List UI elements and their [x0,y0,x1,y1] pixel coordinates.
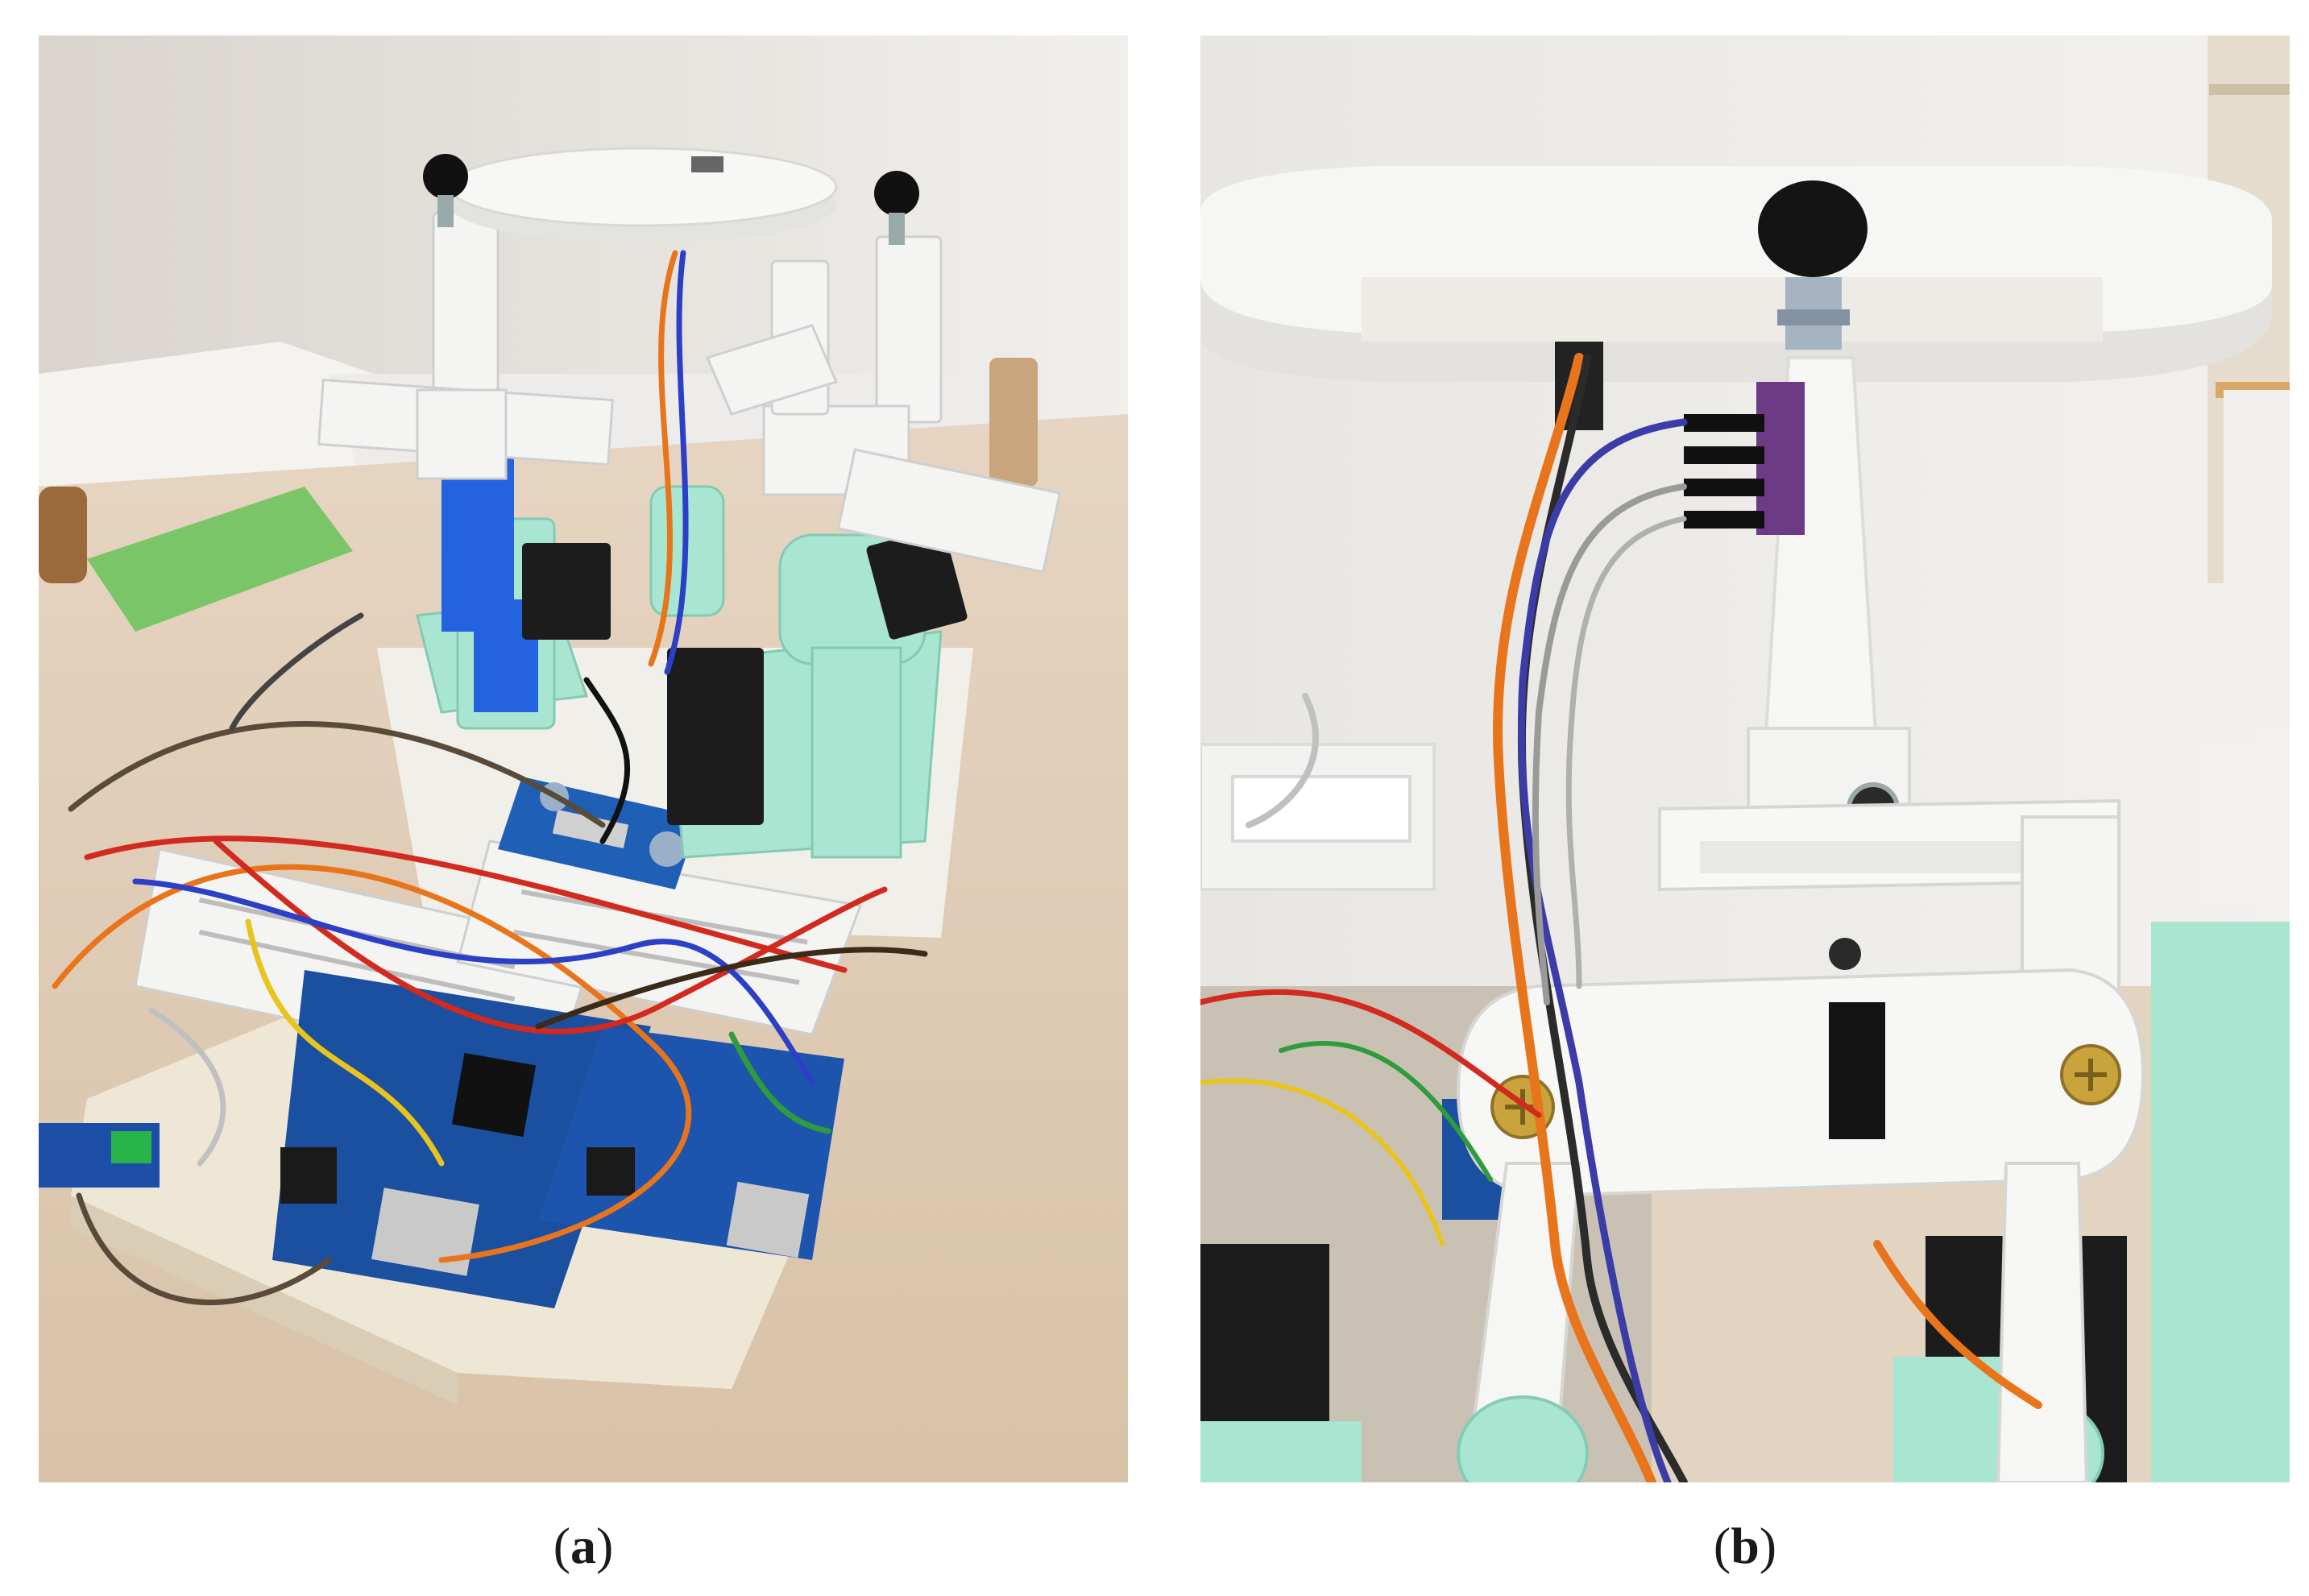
photo-panel-b [1200,35,2290,1482]
photo-panel-a [39,35,1128,1482]
caption-b-label: b [1731,1517,1760,1574]
photo-leg-closeup [1200,35,2290,1482]
photo-stewart-platform-overview [39,35,1128,1482]
caption-a: (a) [553,1517,614,1574]
caption-b: (b) [1713,1517,1777,1574]
caption-a-label: a [570,1517,596,1574]
